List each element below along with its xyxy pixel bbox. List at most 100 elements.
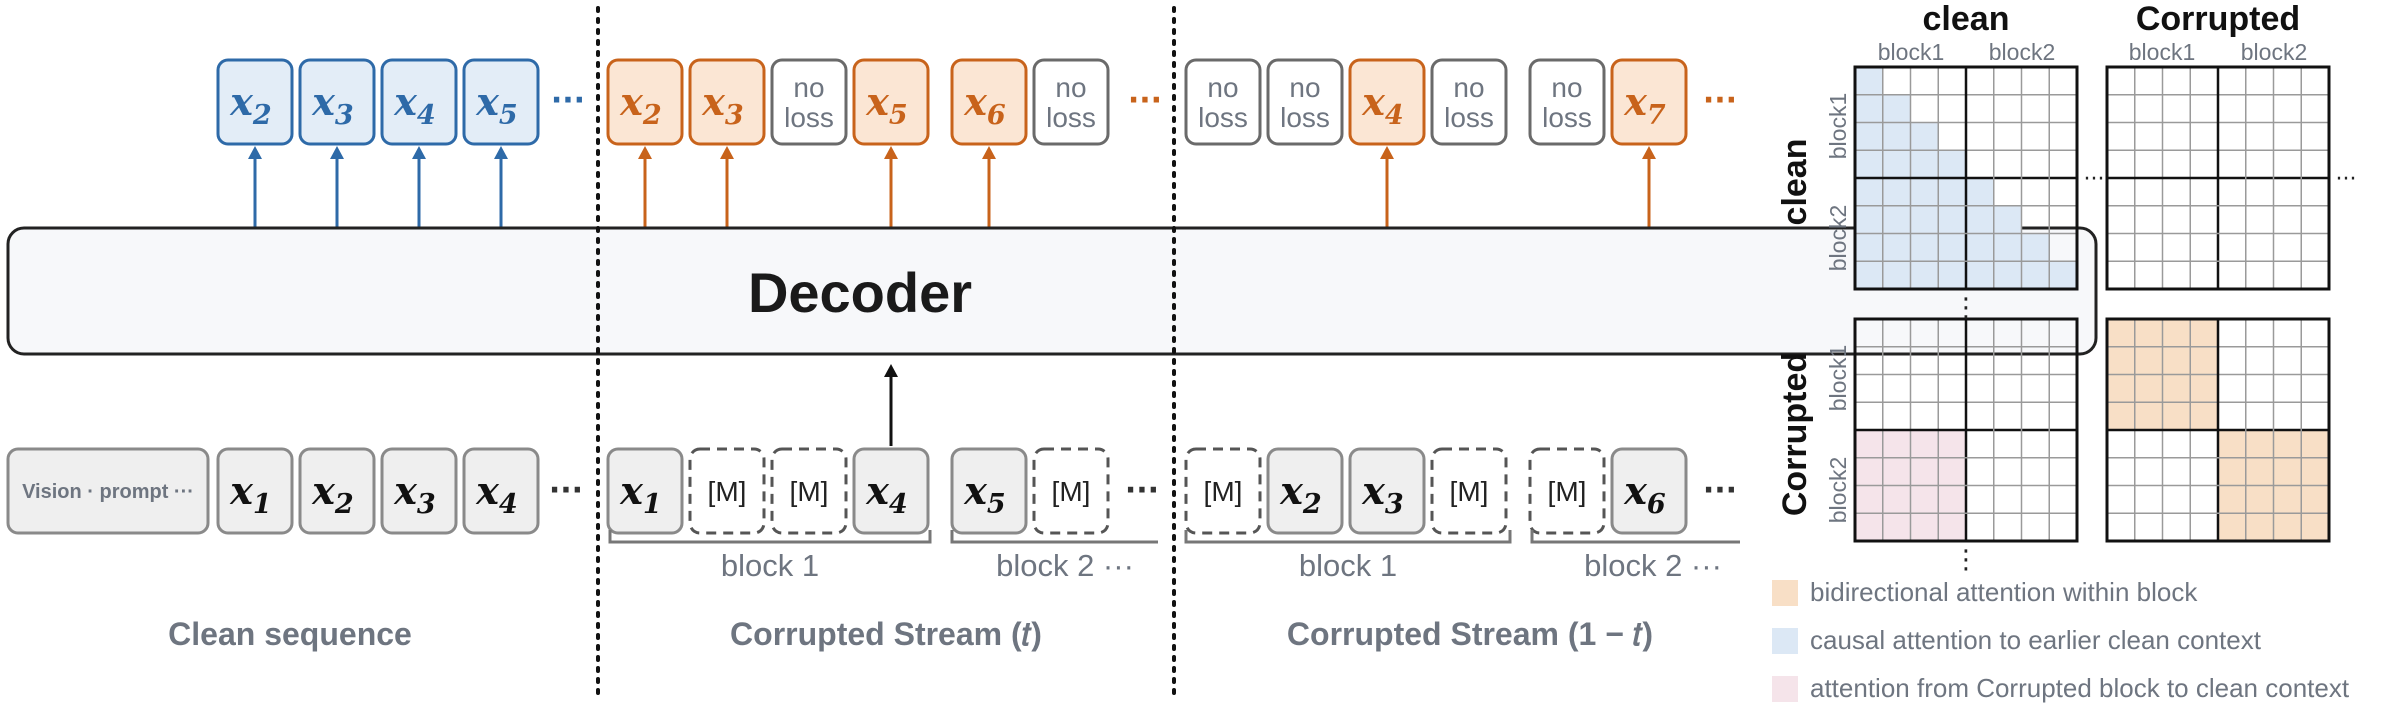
- section-label-stream-t: Corrupted Stream (𝑡): [730, 616, 1042, 652]
- causal-cell: [1855, 205, 1884, 234]
- output-token-clean-1-box: [216, 58, 294, 146]
- causal-cell: [1855, 94, 1884, 123]
- legend-label: attention from Corrupted block to clean …: [1810, 673, 2350, 703]
- causal-cell: [1938, 178, 1967, 207]
- output-token-stream_1t-6-label: x7: [1623, 79, 1666, 131]
- output-ellipsis-stream-1t: ···: [1703, 83, 1737, 118]
- arrows-layer: [248, 146, 1656, 446]
- arrow-output-stream_t-4: [884, 146, 898, 228]
- causal-cell: [2049, 261, 2078, 290]
- input-token-stream_t-5: x5: [950, 447, 1028, 535]
- input-token-clean-1-label: Vision · prompt ···: [22, 481, 194, 503]
- causal-cell: [1910, 261, 1939, 290]
- causal-cell: [1882, 94, 1911, 123]
- input-token-clean-3-label: x2: [311, 468, 353, 520]
- arrow-output-clean-4: [494, 146, 508, 228]
- decoder-box: [6, 226, 2098, 356]
- input-token-clean-1: Vision · prompt ···: [6, 447, 210, 535]
- causal-cell: [1993, 261, 2022, 290]
- input-token-stream_1t-3: x3: [1348, 447, 1426, 535]
- arrow-output-stream_t-2: [720, 146, 734, 228]
- legend-label: causal attention to earlier clean contex…: [1810, 625, 2262, 655]
- input-token-stream_t-6: [M]: [1032, 447, 1110, 535]
- input-token-stream_1t-4-label: [M]: [1450, 476, 1489, 507]
- input-ellipsis-clean: ···: [549, 473, 583, 508]
- causal-cell: [1882, 233, 1911, 262]
- input-token-stream_t-2-label: [M]: [708, 476, 747, 507]
- output-token-stream_1t-3: x4: [1348, 58, 1426, 146]
- arrow-output-stream_t-1: [638, 146, 652, 228]
- matrix-hdots-top: ···: [2084, 167, 2105, 192]
- input-token-stream_1t-2-box: [1266, 447, 1344, 535]
- causal-cell: [1910, 150, 1939, 179]
- matrix-row-header-corrupted: Corrupted: [1776, 352, 1814, 516]
- matrix-row-block2-corrupted: block2: [1825, 457, 1851, 523]
- input-token-stream_t-3: [M]: [770, 447, 848, 535]
- decoder-label: Decoder: [748, 261, 972, 324]
- input-token-stream_t-5-box: [950, 447, 1028, 535]
- legend-swatch: [1772, 676, 1798, 702]
- input-token-stream_t-2: [M]: [688, 447, 766, 535]
- input-token-clean-2-box: [216, 447, 294, 535]
- input-ellipsis-stream-1t: ···: [1703, 473, 1737, 508]
- matrix-vdots-mid: ⋮: [1953, 293, 1979, 323]
- matrix-row-block1-clean: block1: [1825, 93, 1851, 159]
- matrix-grid: [1853, 65, 2331, 543]
- causal-cell: [1938, 205, 1967, 234]
- input-token-stream_1t-6: x6: [1610, 447, 1688, 535]
- arrow-input-to-decoder: [884, 364, 898, 446]
- output-token-stream_t-6-box: [1032, 58, 1110, 146]
- arrow-output-clean-1: [248, 146, 262, 228]
- causal-cell: [1966, 178, 1995, 207]
- matrix-col-block1-corrupted: block1: [2129, 39, 2195, 65]
- input-token-stream_t-2-box: [688, 447, 766, 535]
- input-token-stream_1t-2-label: x2: [1279, 468, 1321, 520]
- input-token-stream_t-1-box: [606, 447, 684, 535]
- matrix-col-block2-clean: block2: [1989, 39, 2055, 65]
- output-token-clean-2: x3: [298, 58, 376, 146]
- legend-swatch: [1772, 580, 1798, 606]
- input-token-stream_1t-6-label: x6: [1623, 468, 1666, 520]
- input-token-stream_1t-3-label: x3: [1361, 468, 1403, 520]
- matrix-panel-corrupted-corrupted: [2105, 317, 2331, 543]
- causal-cell: [1993, 233, 2022, 262]
- output-token-stream_1t-5-box: [1528, 58, 1606, 146]
- input-token-stream_t-1-label: x1: [619, 468, 661, 520]
- output-token-clean-3: x4: [380, 58, 458, 146]
- causal-cell: [1855, 261, 1884, 290]
- output-token-stream_1t-3-box: [1348, 58, 1426, 146]
- input-token-stream_1t-1-label: [M]: [1204, 476, 1243, 507]
- legend-item-3: attention from Corrupted block to clean …: [1772, 673, 2350, 703]
- causal-cell: [1938, 150, 1967, 179]
- input-token-clean-2-label: x1: [229, 468, 271, 520]
- legend-item-1: bidirectional attention within block: [1772, 577, 2198, 607]
- input-token-clean-5-label: x4: [475, 468, 517, 520]
- input-token-stream_1t-3-box: [1348, 447, 1426, 535]
- input-token-stream_t-4-box: [852, 447, 930, 535]
- matrix-col-block1-clean: block1: [1878, 39, 1944, 65]
- causal-cell: [1910, 205, 1939, 234]
- legend-item-2: causal attention to earlier clean contex…: [1772, 625, 2262, 655]
- output-token-clean-4: x5: [462, 58, 540, 146]
- input-token-clean-4-label: x3: [393, 468, 435, 520]
- output-token-stream_t-5-label: x6: [963, 79, 1006, 131]
- output-token-clean-3-box: [380, 58, 458, 146]
- causal-cell: [1882, 178, 1911, 207]
- matrix-vdots-bottom: ⋮: [1953, 545, 1979, 575]
- matrix-hdots-right: ···: [2336, 167, 2357, 192]
- output-token-stream_t-5-box: [950, 58, 1028, 146]
- output-token-stream_t-3-box: [770, 58, 848, 146]
- output-token-stream_t-2: x3: [688, 58, 766, 146]
- input-token-clean-4: x3: [380, 447, 458, 535]
- legend: bidirectional attention within block caus…: [1772, 577, 2350, 703]
- matrix-col-block2-corrupted: block2: [2241, 39, 2307, 65]
